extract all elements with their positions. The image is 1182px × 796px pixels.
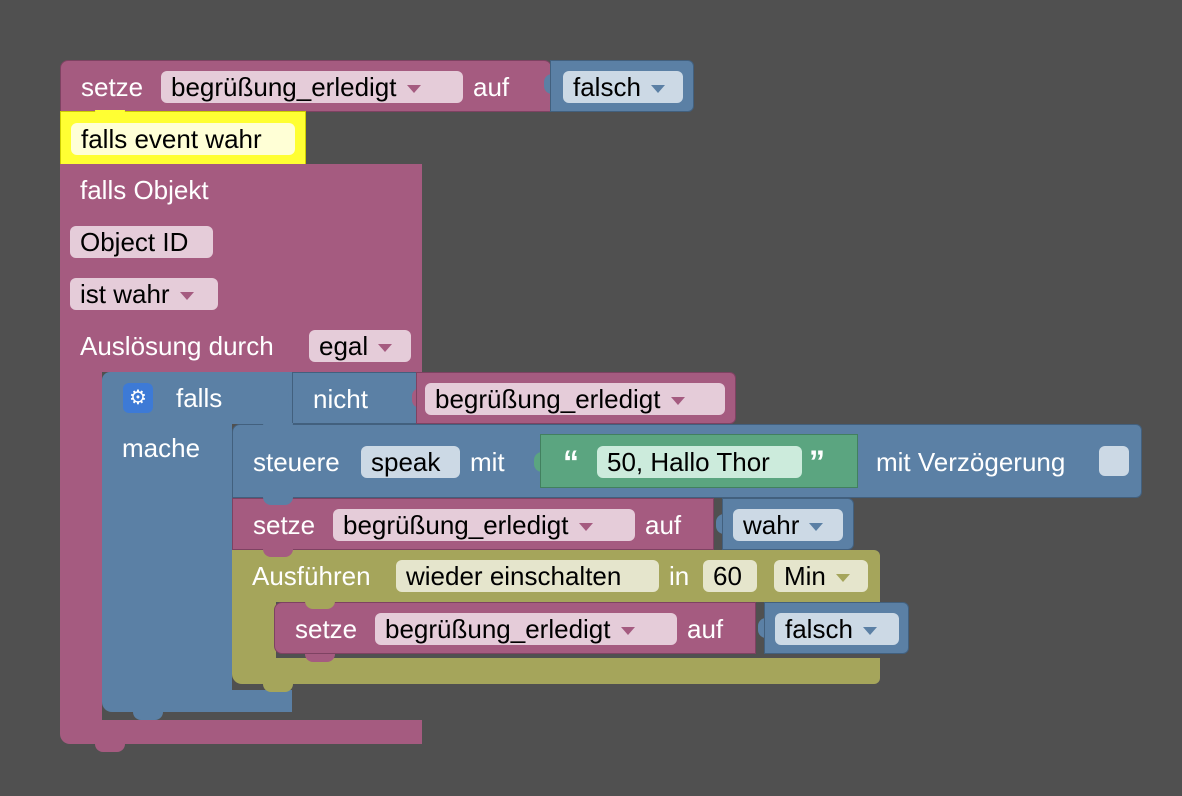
boolean-value-block[interactable]: falsch <box>550 60 694 112</box>
set-variable-block[interactable]: setze begrüßung_erledigt auf <box>232 498 714 550</box>
trigger-by-label: Auslösung durch <box>80 331 274 361</box>
if-block-spine <box>102 420 232 692</box>
set-label: setze <box>81 72 144 102</box>
device-field[interactable]: speak <box>361 446 460 478</box>
with-label: mit <box>470 447 505 477</box>
timeout-name-field[interactable]: wieder einschalten <box>396 560 659 592</box>
to-label: auf <box>473 72 510 102</box>
set-label: setze <box>295 614 358 644</box>
variable-dropdown[interactable]: begrüßung_erledigt <box>425 383 725 415</box>
chevron-down-icon <box>378 344 393 353</box>
chevron-down-icon <box>670 397 685 406</box>
if-label: falls <box>176 383 223 413</box>
boolean-dropdown[interactable]: wahr <box>733 509 843 541</box>
trigger-label: falls event wahr <box>71 123 295 155</box>
timeout-footer <box>232 658 880 684</box>
variable-dropdown[interactable]: begrüßung_erledigt <box>375 613 677 645</box>
on-object-title: falls Objekt <box>80 175 209 205</box>
in-label: in <box>669 561 690 591</box>
variable-dropdown[interactable]: begrüßung_erledigt <box>161 71 463 103</box>
close-quote-icon: ” <box>809 444 825 480</box>
connector-notch <box>305 654 335 662</box>
timeout-spine <box>232 600 276 660</box>
connector-notch <box>263 497 293 505</box>
trigger-block[interactable]: falls event wahr <box>60 111 306 165</box>
chevron-down-icon <box>862 627 877 636</box>
variable-dropdown[interactable]: begrüßung_erledigt <box>333 509 635 541</box>
delay-field[interactable]: 60 <box>703 560 757 592</box>
connector-notch <box>133 712 163 720</box>
condition-dropdown[interactable]: ist wahr <box>70 278 218 310</box>
chevron-down-icon <box>835 574 850 583</box>
delay-label: mit Verzögerung <box>876 447 1066 477</box>
connector-notch <box>95 110 125 118</box>
chevron-down-icon <box>578 523 593 532</box>
connector-notch <box>263 549 293 557</box>
unit-dropdown[interactable]: Min <box>774 560 868 592</box>
value-input-tab <box>758 618 766 638</box>
text-input-tab <box>534 452 542 472</box>
chevron-down-icon <box>650 85 665 94</box>
timeout-block[interactable]: Ausführen wieder einschalten in 60 Min <box>232 550 880 602</box>
delay-checkbox[interactable] <box>1099 446 1129 476</box>
boolean-dropdown[interactable]: falsch <box>775 613 899 645</box>
boolean-dropdown[interactable]: falsch <box>563 71 683 103</box>
to-label: auf <box>687 614 724 644</box>
connector-notch <box>263 684 293 692</box>
get-variable-block[interactable]: begrüßung_erledigt <box>416 372 736 424</box>
open-quote-icon: “ <box>563 444 579 480</box>
chevron-down-icon <box>809 523 824 532</box>
on-object-spine <box>60 370 102 724</box>
value-input-tab <box>716 514 724 534</box>
chevron-down-icon <box>620 627 635 636</box>
gear-icon[interactable]: ⚙ <box>123 383 153 413</box>
object-id-field[interactable]: Object ID <box>70 226 213 258</box>
boolean-value-block[interactable]: wahr <box>722 498 854 550</box>
connector-notch <box>95 744 125 752</box>
value-input-tab <box>544 74 552 94</box>
to-label: auf <box>645 510 682 540</box>
run-label: Ausführen <box>252 561 371 591</box>
do-label: mache <box>122 433 201 463</box>
boolean-value-block[interactable]: falsch <box>764 602 909 654</box>
text-block[interactable]: “ 50, Hallo Thor ” <box>540 434 858 488</box>
text-field[interactable]: 50, Hallo Thor <box>597 446 802 478</box>
set-variable-block[interactable]: setze begrüßung_erledigt auf <box>60 60 552 112</box>
if-block-footer <box>102 690 292 712</box>
chevron-down-icon <box>406 85 421 94</box>
not-block[interactable]: nicht <box>292 372 424 424</box>
connector-notch <box>305 601 335 609</box>
on-object-footer <box>60 720 422 744</box>
not-label: nicht <box>313 384 368 414</box>
chevron-down-icon <box>179 292 194 301</box>
set-label: setze <box>253 510 316 540</box>
control-label: steuere <box>253 447 340 477</box>
set-variable-block[interactable]: setze begrüßung_erledigt auf <box>274 602 756 654</box>
connector-notch <box>263 423 293 431</box>
trigger-by-dropdown[interactable]: egal <box>309 330 411 362</box>
